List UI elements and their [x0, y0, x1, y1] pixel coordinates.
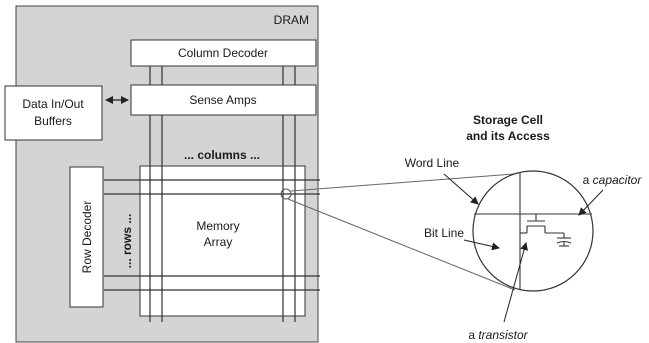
- column-decoder-label: Column Decoder: [178, 46, 268, 60]
- magnified-cell: [472, 170, 594, 292]
- memory-array-label-2: Array: [204, 235, 233, 249]
- transistor-label: a transistor: [468, 328, 528, 342]
- word-line-label: Word Line: [405, 156, 460, 170]
- bit-line-label: Bit Line: [424, 226, 464, 240]
- transistor-pointer: [503, 242, 528, 323]
- row-decoder-label: Row Decoder: [80, 201, 94, 274]
- memory-array-label-1: Memory: [196, 219, 239, 233]
- rows-label: ... rows ...: [120, 214, 134, 269]
- sense-amps: [130, 84, 317, 116]
- storage-cell-title-1: Storage Cell: [473, 113, 543, 127]
- word-line-pointer: [443, 173, 479, 205]
- zoom-line-bottom: [287, 198, 516, 291]
- word-lines: [104, 179, 320, 291]
- bit-line-pointer: [463, 239, 500, 251]
- dram-label: DRAM: [274, 13, 309, 27]
- sense-amps-label: Sense Amps: [189, 93, 256, 107]
- columns-label: ... columns ...: [184, 148, 260, 162]
- memory-array: [139, 165, 306, 317]
- capacitor-pointer: [578, 189, 604, 216]
- data-io-label-2: Buffers: [34, 114, 72, 128]
- row-decoder: [69, 166, 104, 308]
- cell-highlight-circle: [280, 188, 292, 200]
- array-vertical-lines: [149, 166, 296, 316]
- data-io-buffers: [4, 85, 103, 141]
- capacitor-label: a capacitor: [583, 173, 643, 187]
- column-decoder: [130, 39, 317, 67]
- zoom-line-top: [290, 172, 528, 192]
- cell-circuit: [474, 172, 592, 289]
- storage-cell-title-2: and its Access: [466, 129, 550, 143]
- data-io-label-1: Data In/Out: [22, 97, 84, 111]
